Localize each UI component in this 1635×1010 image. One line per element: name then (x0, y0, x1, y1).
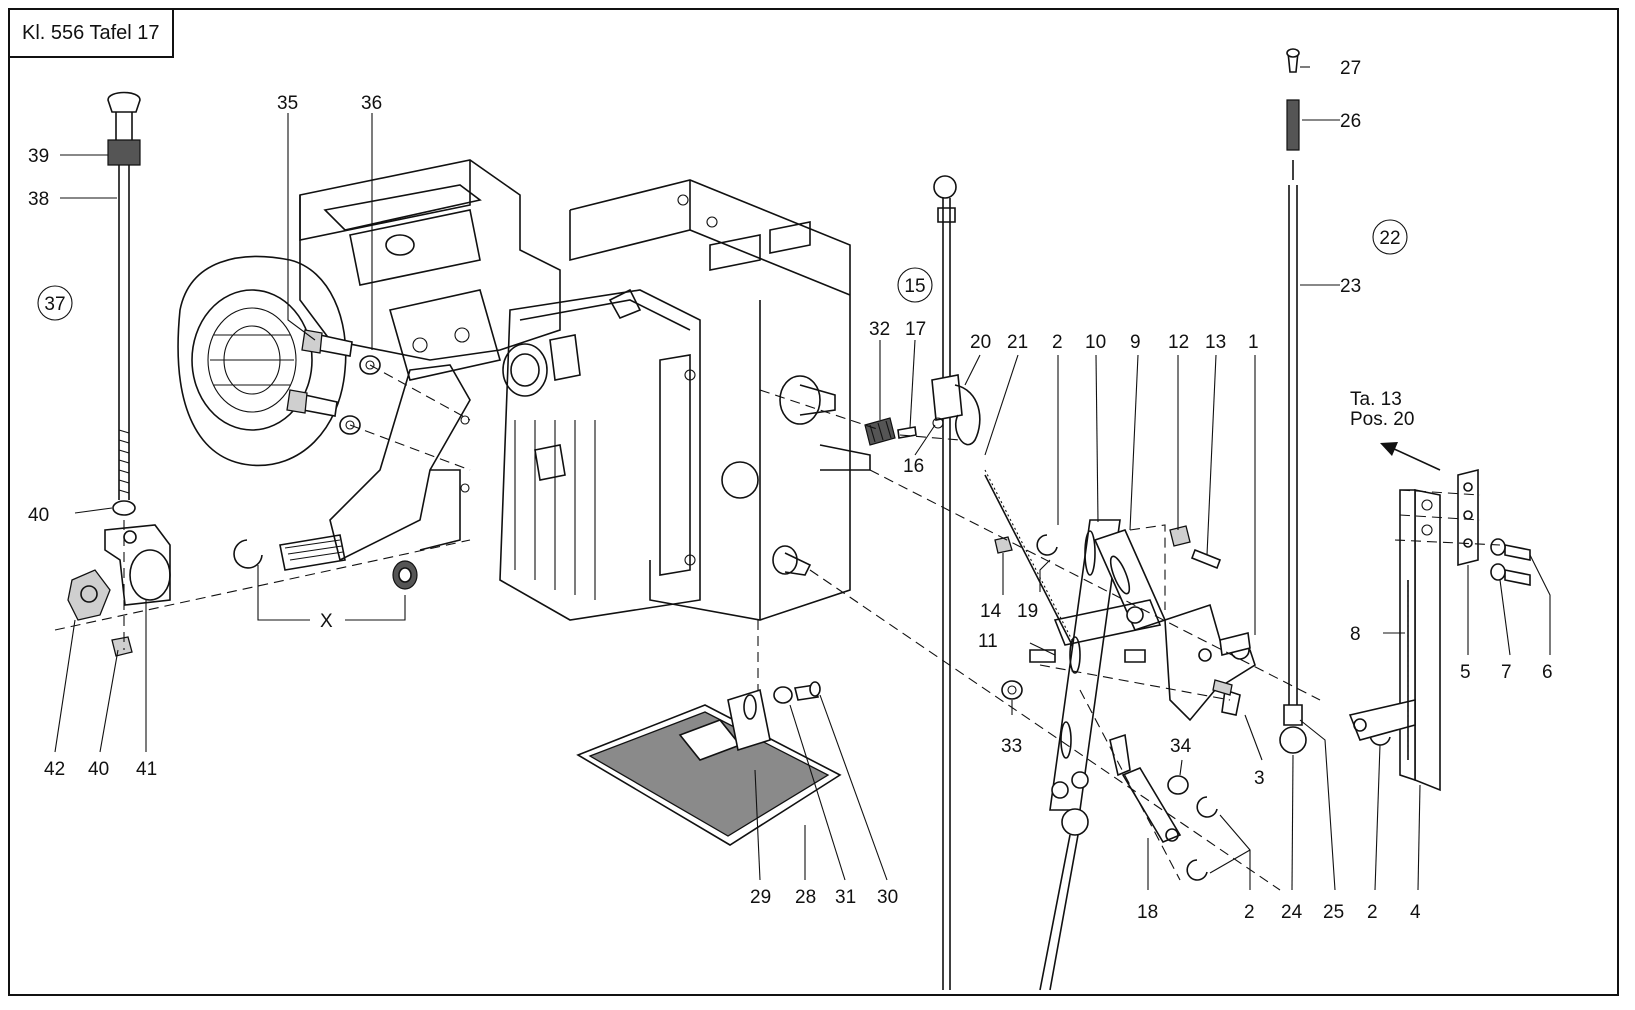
gear-housing (499, 179, 851, 621)
callout-4: 4 (1410, 902, 1421, 923)
callout-34: 34 (1170, 736, 1192, 757)
callout-3: 3 (1254, 768, 1265, 789)
group-number-15: 15 (904, 276, 925, 297)
x-group-bracket (257, 565, 406, 621)
callout-30: 30 (877, 887, 898, 908)
callout-38: 38 (28, 189, 49, 210)
bolt-35 (286, 329, 353, 417)
callout-10: 10 (1085, 332, 1106, 353)
leader-lines (54, 66, 1551, 891)
callout-9: 9 (1130, 332, 1141, 353)
rod-38 (107, 91, 141, 500)
callout-36: 36 (361, 93, 382, 114)
callout-25: 25 (1323, 902, 1344, 923)
cross-reference-arrow (1391, 447, 1441, 471)
nut-40-upper (112, 500, 136, 516)
ring-and-spacer-x (233, 539, 418, 590)
screw-30 (794, 681, 821, 701)
callout-2-lower: 2 (1244, 902, 1255, 923)
callout-12: 12 (1168, 332, 1189, 353)
callout-2-top: 2 (1052, 332, 1063, 353)
callout-29: 29 (750, 887, 771, 908)
bushing-32 (864, 417, 896, 446)
rod-23 (1279, 48, 1307, 754)
screw-17 (897, 426, 917, 439)
callout-2-right: 2 (1367, 902, 1378, 923)
callout-18: 18 (1137, 902, 1158, 923)
group-number-22: 22 (1379, 228, 1400, 249)
bracket-1 (1164, 603, 1256, 722)
circled-group-22: 22 (1372, 219, 1408, 255)
group-number-37: 37 (44, 294, 65, 315)
callout-7: 7 (1501, 662, 1512, 683)
motor-housing (177, 159, 561, 467)
callout-17: 17 (905, 319, 926, 340)
link-18 (1109, 733, 1182, 844)
rod-15 (931, 175, 981, 990)
callout-11: 11 (978, 631, 998, 652)
callout-numbers: 27 26 23 39 38 35 36 32 17 20 21 2 10 9 … (28, 58, 1553, 923)
callout-33: 33 (1001, 736, 1022, 757)
callout-40-upper: 40 (28, 505, 49, 526)
cross-reference-arrowhead (1380, 442, 1398, 456)
callout-16: 16 (903, 456, 924, 477)
callout-39: 39 (28, 146, 49, 167)
motor-bracket (279, 364, 471, 571)
circled-group-15: 15 (897, 267, 933, 303)
callout-28: 28 (795, 887, 816, 908)
sheet-border (8, 8, 1619, 996)
washer-31 (773, 686, 793, 704)
callout-8: 8 (1350, 624, 1361, 645)
shaft-stubs (772, 375, 871, 576)
callout-27: 27 (1340, 58, 1361, 79)
washers-7 (1490, 538, 1506, 581)
callout-6: 6 (1542, 662, 1553, 683)
screw-3 (1212, 679, 1241, 716)
callout-23: 23 (1340, 276, 1361, 297)
callout-14: 14 (980, 601, 1002, 622)
screws-6 (1504, 544, 1531, 586)
callout-35: 35 (277, 93, 298, 114)
sheet-title: Kl. 556 Tafel 17 (8, 8, 174, 58)
bracket-29 (727, 688, 771, 752)
cover-28 (576, 704, 842, 846)
pins-11 (1029, 649, 1146, 663)
callout-13: 13 (1205, 332, 1226, 353)
callout-24: 24 (1281, 902, 1303, 923)
callout-21: 21 (1007, 332, 1028, 353)
assembly-dash-lines (54, 364, 1501, 891)
bracket-41 (104, 524, 171, 606)
washer-34 (1167, 775, 1189, 795)
callout-40-lower: 40 (88, 759, 109, 780)
cross-reference-line-1: Ta. 13 (1350, 389, 1402, 410)
washer-33 (1001, 680, 1023, 700)
nut-40-lower (111, 636, 133, 657)
callout-20: 20 (970, 332, 991, 353)
callout-19: 19 (1017, 601, 1038, 622)
callout-5: 5 (1460, 662, 1471, 683)
x-label: X (320, 611, 333, 632)
screw-13 (1190, 548, 1222, 570)
pull-rod (1039, 808, 1089, 991)
callout-41: 41 (136, 759, 157, 780)
cross-reference-line-2: Pos. 20 (1350, 409, 1414, 430)
nut-12 (1169, 525, 1191, 547)
callout-42: 42 (44, 759, 65, 780)
callout-1: 1 (1248, 332, 1259, 353)
callout-26: 26 (1340, 111, 1361, 132)
bar-4 (1348, 489, 1441, 792)
callout-32: 32 (869, 319, 890, 340)
callout-31: 31 (835, 887, 856, 908)
plate-5 (1457, 468, 1479, 567)
nut-42 (67, 569, 111, 621)
nut-14 (994, 536, 1013, 554)
circled-group-37: 37 (37, 285, 73, 321)
